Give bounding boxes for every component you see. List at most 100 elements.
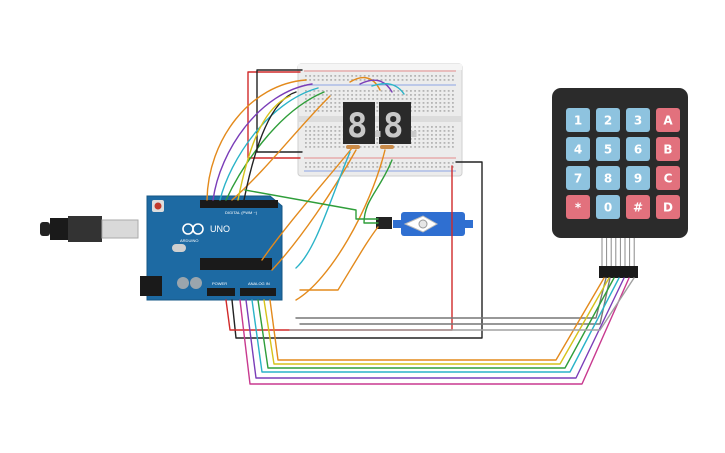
breadboard-hole (443, 94, 446, 96)
breadboard-hole (435, 90, 437, 92)
breadboard-hole (410, 166, 412, 168)
breadboard-hole (389, 166, 391, 168)
wire-cyan-3[interactable] (295, 151, 351, 269)
breadboard-hole (380, 166, 383, 168)
keypad-key[interactable]: A (656, 108, 680, 132)
wire-orange[interactable] (206, 79, 307, 201)
wire-orange-5[interactable] (271, 149, 357, 271)
wire-green[interactable] (225, 91, 325, 201)
wire-yellow[interactable] (237, 95, 291, 201)
breadboard-hole (422, 166, 425, 168)
servo-motor[interactable] (376, 212, 473, 236)
seven-segment-display[interactable]: 8. 8. (343, 102, 424, 146)
arduino-logo-right (192, 223, 204, 235)
keypad-key[interactable]: * (566, 195, 590, 219)
breadboard-hole (321, 166, 324, 168)
breadboard-hole (368, 98, 370, 100)
breadboard-hole (317, 162, 320, 164)
wire-keypad-7[interactable] (289, 277, 635, 331)
breadboard-hole (452, 102, 454, 104)
breadboard-hole (410, 90, 412, 92)
breadboard-hole (351, 162, 353, 164)
keypad-key[interactable]: 0 (596, 195, 620, 219)
wire-keypad-5[interactable] (245, 277, 625, 379)
keypad-key[interactable]: 4 (566, 137, 590, 161)
breadboard-hole (452, 110, 454, 112)
breadboard-hole (330, 126, 332, 128)
keypad-ribbon (601, 238, 635, 266)
breadboard-hole (372, 98, 374, 100)
breadboard-hole (321, 146, 324, 148)
wire-orange-4[interactable] (261, 147, 353, 261)
keypad-key[interactable]: 2 (596, 108, 620, 132)
breadboard-hole (426, 102, 429, 104)
breadboard-hole (317, 134, 320, 136)
wire-keypad-1[interactable] (269, 277, 605, 361)
breadboard-hole (376, 126, 379, 128)
keypad-key[interactable]: 1 (566, 108, 590, 132)
wire-orange-2[interactable] (231, 95, 331, 201)
keypad-key-label: A (663, 114, 673, 128)
keypad-key[interactable]: 8 (596, 166, 620, 190)
keypad-key[interactable]: 9 (626, 166, 650, 190)
wire-purple[interactable] (212, 83, 313, 201)
wire-gray-long-2[interactable] (299, 277, 611, 325)
breadboard-hole (338, 90, 341, 92)
wire-purple-2[interactable] (359, 79, 393, 93)
keypad-key[interactable]: 5 (596, 137, 620, 161)
breadboard-hole (414, 90, 416, 92)
breadboard-hole (426, 94, 429, 96)
wire-orange-3[interactable] (349, 76, 381, 91)
wire-keypad-2[interactable] (263, 277, 610, 365)
breadboard-hole (334, 126, 337, 128)
keypad-key[interactable]: D (656, 195, 680, 219)
breadboard-hole (359, 75, 362, 77)
breadboard-hole (431, 130, 433, 132)
breadboard-hole (447, 110, 450, 112)
wire-keypad-6[interactable] (239, 277, 630, 385)
breadboard-hole (351, 90, 353, 92)
breadboard-hole (431, 98, 433, 100)
breadboard-hole (410, 75, 412, 77)
breadboard-hole (321, 75, 324, 77)
keypad-key[interactable]: B (656, 137, 680, 161)
breadboard-hole (330, 162, 332, 164)
wire-servo-green-2[interactable] (363, 159, 393, 224)
breadboard-hole (426, 98, 429, 100)
wire-servo-green[interactable] (244, 189, 379, 220)
breadboard-hole (426, 166, 429, 168)
wire-gray-long[interactable] (295, 277, 607, 319)
keypad-key-face (626, 195, 650, 219)
breadboard-hole (418, 94, 421, 96)
wire-cyan-2[interactable] (371, 82, 405, 95)
breadboard-hole (431, 134, 433, 136)
breadboard-hole (376, 110, 379, 112)
breadboard-hole (376, 94, 379, 96)
wire-keypad-4[interactable] (251, 277, 620, 373)
arduino-board[interactable]: UNO ARDUINO DIGITAL (PWM ~) POWER ANALOG… (40, 195, 283, 301)
breadboard-hole (439, 110, 442, 112)
wire-servo-orange[interactable] (299, 226, 379, 291)
breadboard-hole (355, 90, 358, 92)
keypad-key[interactable]: C (656, 166, 680, 190)
breadboard-hole (313, 166, 316, 168)
breadboard-hole (338, 94, 341, 96)
breadboard-hole (410, 98, 412, 100)
keypad-key[interactable]: 3 (626, 108, 650, 132)
breadboard-hole (439, 146, 442, 148)
breadboard-hole (313, 146, 316, 148)
keypad-key[interactable]: # (626, 195, 650, 219)
breadboard-hole (447, 166, 450, 168)
breadboard-hole (368, 146, 370, 148)
keypad-key[interactable]: 6 (626, 137, 650, 161)
wire-black-long[interactable] (231, 161, 483, 339)
breadboard-hole (384, 79, 387, 81)
breadboard-hole (410, 94, 412, 96)
breadboard-hole (342, 98, 345, 100)
keypad-key[interactable]: 7 (566, 166, 590, 190)
breadboard-hole (326, 142, 328, 144)
breadboard-hole (321, 138, 324, 140)
wire-cyan[interactable] (219, 87, 319, 201)
wire-keypad-3[interactable] (257, 277, 615, 369)
